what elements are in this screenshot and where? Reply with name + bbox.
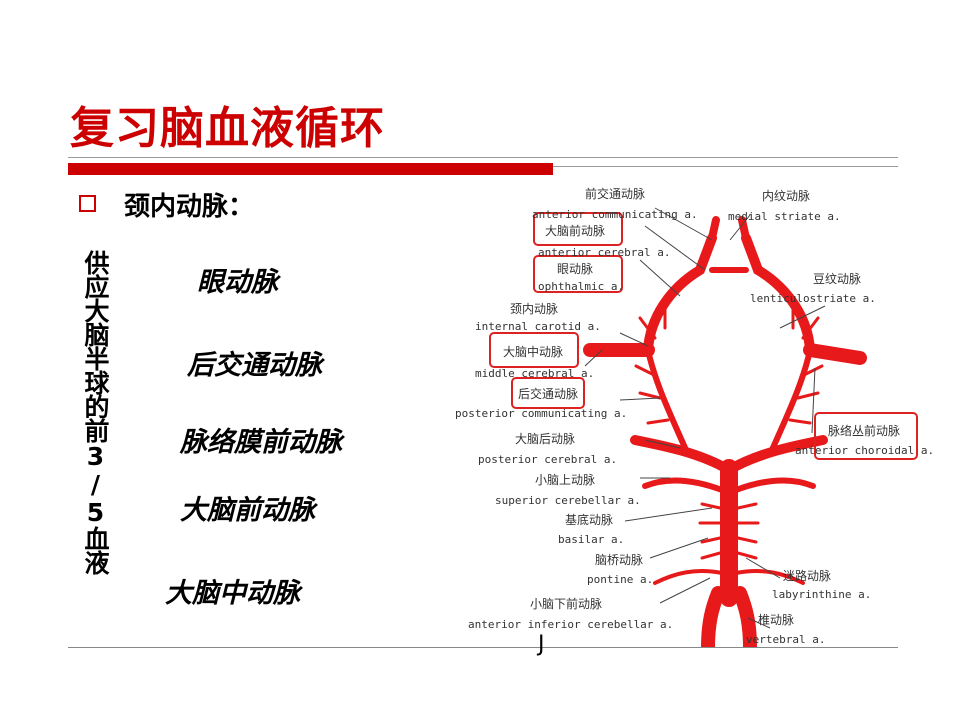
label-achor-en: anterior choroidal a. bbox=[795, 444, 934, 457]
label-pontine-cn: 脑桥动脉 bbox=[595, 552, 643, 567]
label-mca-cn: 大脑中动脉 bbox=[503, 344, 563, 359]
slide-title: 复习脑血液循环 bbox=[70, 103, 385, 154]
label-oph-cn: 眼动脉 bbox=[557, 261, 593, 276]
artery-anterior-cerebral: 大脑前动脉 bbox=[180, 495, 315, 526]
label-aica-en: anterior inferior cerebellar a. bbox=[468, 618, 673, 631]
label-sca-cn: 小脑上动脉 bbox=[535, 472, 595, 487]
label-labyr-en: labyrinthine a. bbox=[772, 588, 871, 601]
label-mca-en: middle cerebral a. bbox=[475, 367, 594, 380]
bullet-heading: 颈内动脉： bbox=[124, 192, 255, 222]
label-pca-en: posterior cerebral a. bbox=[478, 453, 617, 466]
artery-anterior-choroidal: 脉络膜前动脉 bbox=[180, 427, 342, 458]
bottom-divider bbox=[68, 647, 898, 648]
label-aca-en: anterior cerebral a. bbox=[538, 246, 670, 259]
label-vert-en: vertebral a. bbox=[746, 633, 825, 646]
artery-middle-cerebral: 大脑中动脉 bbox=[165, 578, 300, 609]
top-divider bbox=[68, 157, 898, 158]
label-aica-cn: 小脑下前动脉 bbox=[530, 596, 602, 611]
artery-ophthalmic: 眼动脉 bbox=[197, 267, 278, 298]
artery-posterior-communicating: 后交通动脉 bbox=[187, 350, 322, 381]
bullet-square-icon bbox=[79, 195, 96, 212]
label-labyr-cn: 迷路动脉 bbox=[783, 568, 831, 583]
label-aca-cn: 大脑前动脉 bbox=[545, 223, 605, 238]
label-vert-cn: 椎动脉 bbox=[758, 612, 794, 627]
circle-of-willis-diagram: 前交通动脉 anterior communicating a. 大脑前动脉 an… bbox=[450, 178, 940, 648]
title-underline-gray bbox=[553, 166, 898, 167]
label-mstriate-en: medial striate a. bbox=[728, 210, 841, 223]
label-sca-en: superior cerebellar a. bbox=[495, 494, 641, 507]
label-oph-en: ophthalmic a. bbox=[538, 280, 624, 293]
vertical-supply-note: 供应大脑半球的前3/5血液 bbox=[81, 250, 110, 574]
label-lentic-cn: 豆纹动脉 bbox=[813, 271, 861, 286]
stray-mark: J bbox=[538, 632, 545, 657]
label-achor-cn: 脉络丛前动脉 bbox=[828, 423, 900, 438]
artery-network bbox=[583, 216, 867, 648]
label-mstriate-cn: 内纹动脉 bbox=[762, 188, 810, 203]
label-pcom-cn: 后交通动脉 bbox=[518, 386, 578, 401]
label-pcom-en: posterior communicating a. bbox=[455, 407, 627, 420]
label-pca-cn: 大脑后动脉 bbox=[515, 431, 575, 446]
label-ica-en: internal carotid a. bbox=[475, 320, 601, 333]
label-basilar-cn: 基底动脉 bbox=[565, 512, 613, 527]
label-lentic-en: lenticulostriate a. bbox=[750, 292, 876, 305]
label-acom-en: anterior communicating a. bbox=[532, 208, 698, 221]
label-pontine-en: pontine a. bbox=[587, 573, 653, 586]
label-acom-cn: 前交通动脉 bbox=[585, 186, 645, 201]
label-ica-cn: 颈内动脉 bbox=[510, 301, 558, 316]
title-underline bbox=[68, 163, 553, 175]
label-basilar-en: basilar a. bbox=[558, 533, 624, 546]
